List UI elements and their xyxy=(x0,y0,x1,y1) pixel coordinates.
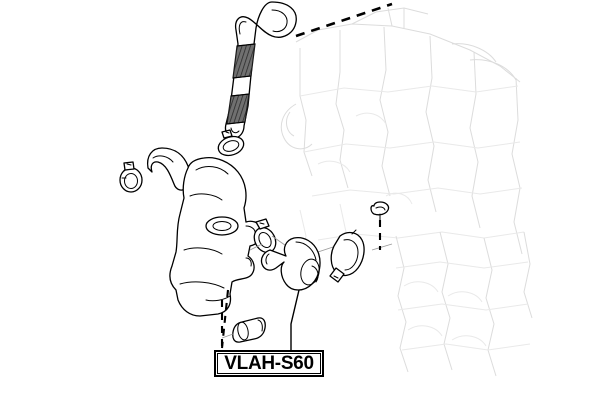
part-number-text: VLAH-S60 xyxy=(224,353,314,374)
hose-clamp-band-lower xyxy=(226,93,250,125)
upper-dashed-callout xyxy=(295,2,393,38)
part-number-inner-border: VLAH-S60 xyxy=(217,353,321,374)
pump-housing xyxy=(169,156,264,317)
small-stud xyxy=(370,201,390,221)
bushing-dashed-callout xyxy=(220,300,234,348)
rubber-bushing xyxy=(232,317,266,343)
engine-block-ghost xyxy=(280,7,533,377)
clamp-ring-top xyxy=(217,129,245,157)
housing-dashed-callout xyxy=(220,289,230,349)
part-number-label: VLAH-S60 xyxy=(214,350,324,377)
elbow-hose xyxy=(260,236,321,291)
clamp-ring-left xyxy=(119,161,143,193)
clamp-band-right xyxy=(329,229,365,283)
hose-clamp-band-upper xyxy=(232,43,256,79)
main-hose-callout xyxy=(290,289,300,350)
